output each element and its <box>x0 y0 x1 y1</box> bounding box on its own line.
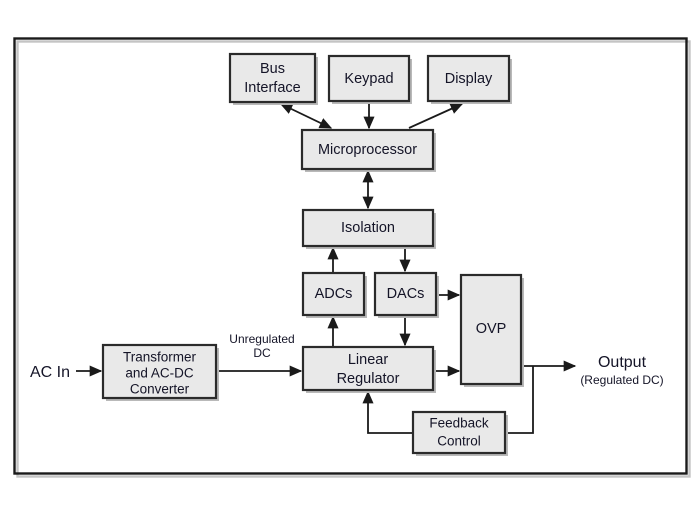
block-microprocessor[interactable]: Microprocessor <box>300 128 436 172</box>
wire-output-feedback-control <box>505 366 534 434</box>
block-label-adcs: ADCs <box>315 286 353 302</box>
block-label-transformer-2: and AC-DC <box>125 366 194 381</box>
label-output: Output <box>598 354 647 371</box>
label-unregulated-dc-line2: DC <box>253 346 271 360</box>
block-label-ovp: OVP <box>476 321 507 337</box>
block-ovp[interactable]: OVP <box>459 273 524 387</box>
block-display[interactable]: Display <box>426 54 512 104</box>
wire-microprocessor-display <box>408 103 464 129</box>
block-label-transformer-1: Transformer <box>123 350 197 365</box>
block-label-bus-interface-2: Interface <box>244 80 300 96</box>
block-transformer[interactable]: Transformer and AC-DC Converter <box>101 343 219 401</box>
block-label-bus-interface-1: Bus <box>260 61 285 77</box>
wire-bus-interface-microprocessor <box>279 103 333 129</box>
block-linear-regulator[interactable]: Linear Regulator <box>301 345 436 393</box>
block-label-linear-regulator-2: Regulator <box>337 371 400 387</box>
label-unregulated-dc: Unregulated <box>229 332 294 346</box>
label-output-sub: (Regulated DC) <box>580 373 663 387</box>
block-label-keypad: Keypad <box>344 71 393 87</box>
block-label-feedback-control-2: Control <box>437 434 481 449</box>
block-feedback-control[interactable]: Feedback Control <box>411 410 508 456</box>
block-label-microprocessor: Microprocessor <box>318 142 417 158</box>
connection-layer <box>76 103 577 434</box>
block-label-feedback-control-1: Feedback <box>429 416 489 431</box>
block-keypad[interactable]: Keypad <box>327 54 412 104</box>
diagram-border <box>13 37 691 478</box>
wire-feedback-control-linear-regulator <box>362 390 413 434</box>
block-adcs[interactable]: ADCs <box>301 271 367 318</box>
block-dacs[interactable]: DACs <box>373 271 439 318</box>
block-label-transformer-3: Converter <box>130 382 190 397</box>
block-bus-interface[interactable]: Bus Interface <box>228 52 318 105</box>
label-ac-in: AC In <box>30 364 70 381</box>
block-label-linear-regulator-1: Linear <box>348 352 388 368</box>
block-label-display: Display <box>445 71 493 87</box>
block-label-dacs: DACs <box>387 286 425 302</box>
block-label-isolation: Isolation <box>341 220 395 236</box>
block-isolation[interactable]: Isolation <box>301 208 436 249</box>
